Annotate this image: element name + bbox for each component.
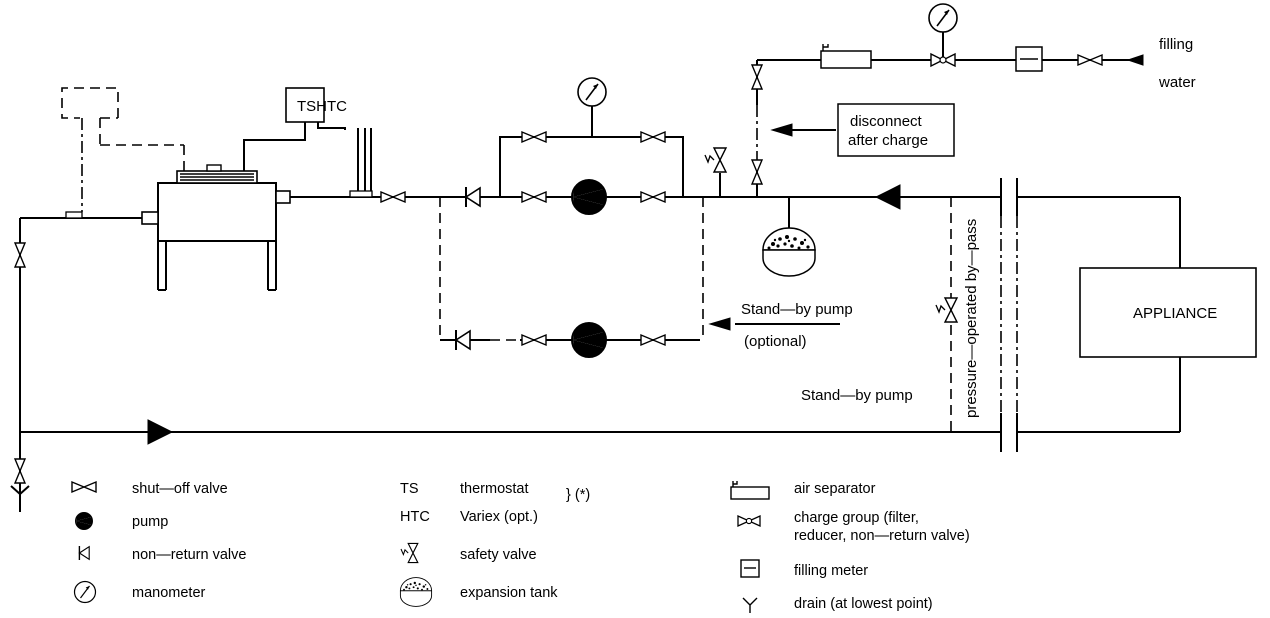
safety-valve-supply bbox=[704, 147, 727, 197]
appliance-box: APPLIANCE bbox=[1079, 267, 1257, 358]
pump-icon bbox=[75, 512, 93, 530]
standby-pump-group: Stand—by pump (optional) bbox=[439, 197, 853, 358]
legend: shut—off valve pump non—return valve man… bbox=[71, 481, 970, 613]
legend-charge-group-2: reducer, non—return valve) bbox=[794, 528, 970, 544]
manometer-icon bbox=[73, 580, 97, 604]
bypass-label: pressure—operated by—pass bbox=[963, 219, 980, 418]
legend-manometer: manometer bbox=[132, 585, 206, 601]
manometer-icon bbox=[577, 77, 607, 107]
non-return-valve-icon bbox=[78, 545, 90, 561]
safety-valve-icon bbox=[935, 297, 958, 323]
non-return-valve-icon bbox=[455, 329, 471, 351]
shutoff-valve-icon bbox=[640, 334, 666, 346]
filling-line: filling water bbox=[751, 3, 1196, 197]
pump-group bbox=[465, 77, 684, 215]
boiler bbox=[141, 164, 291, 291]
legend-filling-meter: filling meter bbox=[794, 563, 868, 579]
safety-valve-icon bbox=[400, 542, 419, 564]
manometer-icon bbox=[928, 3, 958, 33]
legend-note: } (*) bbox=[566, 487, 590, 503]
non-return-valve-icon bbox=[465, 186, 481, 208]
charge-group-icon bbox=[930, 52, 956, 68]
legend-htc-abbr: HTC bbox=[400, 509, 430, 525]
tshtc-label: TSHTC bbox=[297, 98, 347, 115]
disconnect-label-2: after charge bbox=[848, 132, 928, 149]
pointer-arrow-icon bbox=[770, 123, 793, 137]
water-label: water bbox=[1158, 74, 1196, 91]
drain-icon bbox=[10, 485, 30, 512]
pressure-bypass: pressure—operated by—pass Stand—by pump bbox=[801, 197, 980, 432]
standby-pump-optional-label: Stand—by pump bbox=[741, 301, 853, 318]
thermostat-box: TSHTC bbox=[243, 87, 373, 198]
pointer-arrow-icon bbox=[708, 317, 731, 331]
optional-label: (optional) bbox=[744, 333, 807, 350]
appliance-label: APPLIANCE bbox=[1133, 305, 1217, 322]
disconnect-note: disconnect after charge bbox=[770, 103, 955, 157]
drain-icon bbox=[742, 597, 758, 613]
standby-pump-label: Stand—by pump bbox=[801, 387, 913, 404]
expansion-tank bbox=[762, 197, 816, 277]
pump-icon bbox=[571, 322, 607, 358]
shutoff-valve-icon bbox=[521, 131, 547, 143]
shutoff-valve-icon bbox=[14, 458, 26, 484]
disconnect-label-1: disconnect bbox=[850, 113, 923, 130]
legend-variex: Variex (opt.) bbox=[460, 509, 538, 525]
shutoff-valve-icon bbox=[751, 64, 763, 90]
flow-arrow-icon bbox=[147, 419, 174, 445]
pipe-break bbox=[1000, 178, 1018, 452]
safety-valve-icon bbox=[704, 147, 727, 173]
optional-expansion-line bbox=[61, 87, 185, 219]
legend-charge-group-1: charge group (filter, bbox=[794, 510, 919, 526]
legend-safety-valve: safety valve bbox=[460, 547, 537, 563]
charge-group-icon bbox=[737, 514, 761, 528]
legend-expansion-tank: expansion tank bbox=[460, 585, 558, 601]
shutoff-valve-icon bbox=[751, 159, 763, 185]
shutoff-valve-icon bbox=[14, 242, 26, 268]
shutoff-valve-icon bbox=[640, 131, 666, 143]
legend-air-separator: air separator bbox=[794, 481, 876, 497]
flow-arrow-icon bbox=[874, 184, 901, 210]
legend-ts-abbr: TS bbox=[400, 481, 419, 497]
filling-arrow-icon bbox=[1126, 54, 1144, 66]
air-separator-icon bbox=[730, 481, 770, 500]
shutoff-valve-icon bbox=[71, 481, 97, 493]
air-separator-icon bbox=[820, 50, 872, 69]
legend-non-return-valve: non—return valve bbox=[132, 547, 246, 563]
legend-thermostat: thermostat bbox=[460, 481, 529, 497]
legend-shutoff-valve: shut—off valve bbox=[132, 481, 228, 497]
legend-pump: pump bbox=[132, 514, 168, 530]
expansion-tank-icon bbox=[762, 227, 816, 277]
filling-label: filling bbox=[1159, 36, 1193, 53]
pump-icon bbox=[571, 179, 607, 215]
filling-meter-icon bbox=[740, 559, 760, 578]
shutoff-valve-icon bbox=[1077, 54, 1103, 66]
expansion-tank-icon bbox=[399, 577, 433, 607]
shutoff-valve-icon bbox=[640, 191, 666, 203]
shutoff-valve-icon bbox=[521, 334, 547, 346]
legend-drain: drain (at lowest point) bbox=[794, 596, 933, 612]
shutoff-valve-icon bbox=[380, 191, 406, 203]
shutoff-valve-icon bbox=[521, 191, 547, 203]
